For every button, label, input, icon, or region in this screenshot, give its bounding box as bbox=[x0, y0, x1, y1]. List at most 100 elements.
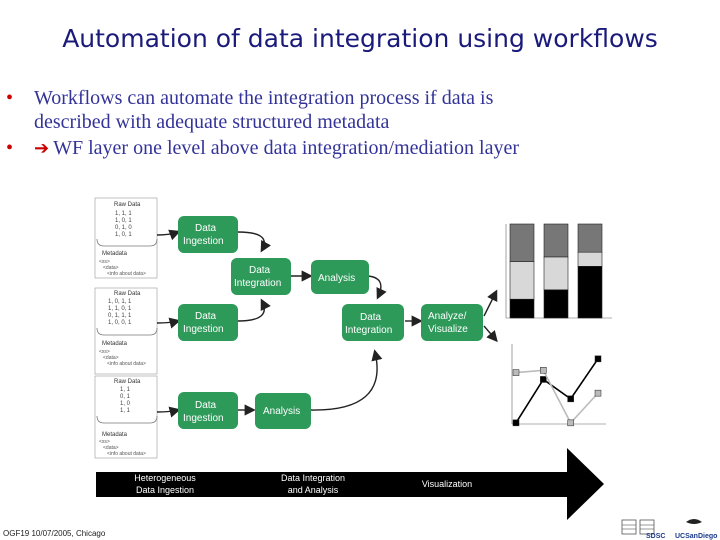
building-logo-icon bbox=[621, 519, 655, 535]
xml-line: <xs> bbox=[99, 259, 110, 265]
bar-segment bbox=[509, 223, 535, 262]
svg-text:UCSanDiego: UCSanDiego bbox=[675, 533, 717, 540]
box-label: Analysis bbox=[263, 406, 300, 417]
data-integration-box-2 bbox=[342, 304, 404, 341]
bullet-item-1: • Workflows can automate the integration… bbox=[6, 86, 716, 134]
xml-line: <xs> bbox=[99, 439, 110, 445]
ucsd-logo: UCSanDiego bbox=[675, 519, 717, 540]
box-label: Data bbox=[360, 312, 382, 323]
xml-line: <info about data> bbox=[107, 271, 146, 277]
bullet-list: • Workflows can automate the integration… bbox=[6, 86, 716, 162]
raw-data-label: Raw Data bbox=[114, 291, 141, 297]
series-line bbox=[515, 358, 599, 424]
bar-segment bbox=[509, 261, 535, 300]
box-label: Ingestion bbox=[183, 413, 224, 424]
box-label: Ingestion bbox=[183, 236, 224, 247]
box-label: Integration bbox=[234, 278, 281, 289]
raw-row: 1, 0, 1, 1 bbox=[108, 299, 132, 305]
xml-line: <xs> bbox=[99, 349, 110, 355]
data-ingestion-box-2 bbox=[178, 304, 238, 341]
xml-line: <data> bbox=[103, 265, 119, 271]
raw-data-panel-2: Raw Data 1, 0, 1, 1 1, 1, 0, 1 0, 1, 1, … bbox=[94, 287, 158, 375]
raw-row: 1, 0, 0, 1 bbox=[108, 320, 132, 326]
xml-line: <data> bbox=[103, 445, 119, 451]
xml-line: <info about data> bbox=[107, 451, 146, 457]
xml-line: <info about data> bbox=[107, 361, 146, 367]
box-label: Analysis bbox=[318, 273, 355, 284]
data-point bbox=[594, 355, 602, 363]
raw-row: 1, 0 bbox=[120, 401, 131, 407]
bar-segment bbox=[509, 298, 535, 319]
box-label: Ingestion bbox=[183, 324, 224, 335]
box-label: Data bbox=[195, 223, 217, 234]
to-charts-arrow bbox=[483, 325, 498, 343]
data-point bbox=[594, 389, 602, 397]
bullet-1-line-2: described with adequate structured metad… bbox=[34, 111, 390, 133]
raw-row: 1, 1 bbox=[120, 408, 131, 414]
bullet-2-text: WF layer one level above data integratio… bbox=[53, 137, 520, 159]
raw-row: 1, 1, 0, 1 bbox=[108, 306, 132, 312]
stage-arrow bbox=[96, 448, 604, 520]
stage-label: Data Ingestion bbox=[136, 485, 194, 495]
svg-text:SDSC: SDSC bbox=[646, 533, 665, 540]
raw-data-label: Raw Data bbox=[114, 379, 141, 385]
connectors bbox=[156, 229, 423, 418]
box-label: Analyze/ bbox=[428, 311, 467, 322]
stage-label: and Analysis bbox=[288, 485, 339, 495]
bar-segment bbox=[543, 256, 569, 291]
green-boxes: Data Ingestion Data Ingestion Data Inges… bbox=[178, 216, 483, 429]
data-integration-box-1 bbox=[231, 258, 291, 295]
data-point bbox=[540, 367, 547, 374]
raw-data-panel-3: Raw Data 1, 1 0, 1 1, 0 1, 1 Metadata <x… bbox=[94, 375, 158, 459]
bullet-1-line-1: Workflows can automate the integration p… bbox=[34, 87, 494, 109]
data-point bbox=[567, 395, 574, 403]
bullet-item-2: • ➔WF layer one level above data integra… bbox=[6, 136, 716, 160]
raw-row: 0, 1, 0 bbox=[115, 225, 132, 231]
metadata-label: Metadata bbox=[102, 432, 128, 438]
bar-segment bbox=[577, 265, 603, 319]
raw-data-label: Raw Data bbox=[114, 202, 141, 208]
to-charts-arrow bbox=[483, 289, 498, 317]
sdsc-logo: SDSC bbox=[646, 533, 665, 540]
logos: SDSC UCSanDiego bbox=[621, 519, 717, 540]
data-point bbox=[512, 369, 520, 376]
stacked-bar-chart bbox=[505, 223, 612, 319]
slide-title: Automation of data integration using wor… bbox=[62, 24, 658, 53]
stage-label: Heterogeneous bbox=[134, 473, 196, 483]
box-label: Integration bbox=[345, 325, 392, 336]
box-label: Data bbox=[249, 265, 271, 276]
bar-segment bbox=[577, 223, 603, 253]
raw-row: 1, 1, 1 bbox=[115, 211, 132, 217]
bar-segment bbox=[543, 223, 569, 258]
raw-row: 0, 1, 1, 1 bbox=[108, 313, 132, 319]
bullet-marker: • bbox=[6, 87, 14, 109]
metadata-label: Metadata bbox=[102, 341, 128, 347]
metadata-label: Metadata bbox=[102, 251, 128, 257]
bar-segment bbox=[577, 251, 603, 267]
raw-row: 0, 1 bbox=[120, 394, 131, 400]
right-arrow-icon: ➔ bbox=[34, 138, 50, 158]
data-point bbox=[512, 419, 520, 427]
series-line bbox=[515, 369, 599, 425]
box-label: Data bbox=[195, 311, 217, 322]
data-point bbox=[540, 376, 547, 383]
box-label: Visualize bbox=[428, 324, 468, 335]
analyze-visualize-box bbox=[421, 304, 483, 341]
raw-row: 1, 1 bbox=[120, 387, 131, 393]
analysis-box-1 bbox=[311, 260, 369, 294]
data-ingestion-box-3 bbox=[178, 392, 238, 429]
xml-line: <data> bbox=[103, 355, 119, 361]
stage-label: Data Integration bbox=[281, 473, 345, 483]
footer-text: OGF19 10/07/2005, Chicago bbox=[3, 529, 106, 538]
stage-bar: Heterogeneous Data Ingestion Data Integr… bbox=[96, 448, 604, 520]
data-point bbox=[567, 419, 574, 427]
bar-segment bbox=[543, 289, 569, 319]
raw-row: 1, 0, 1 bbox=[115, 232, 132, 238]
data-ingestion-box-1 bbox=[178, 216, 238, 253]
raw-data-panel-1: Raw Data 1, 1, 1 1, 0, 1 0, 1, 0 1, 0, 1… bbox=[94, 197, 158, 279]
box-label: Data bbox=[195, 400, 217, 411]
bullet-marker: • bbox=[6, 137, 14, 159]
line-chart bbox=[511, 344, 606, 427]
raw-row: 1, 0, 1 bbox=[115, 218, 132, 224]
